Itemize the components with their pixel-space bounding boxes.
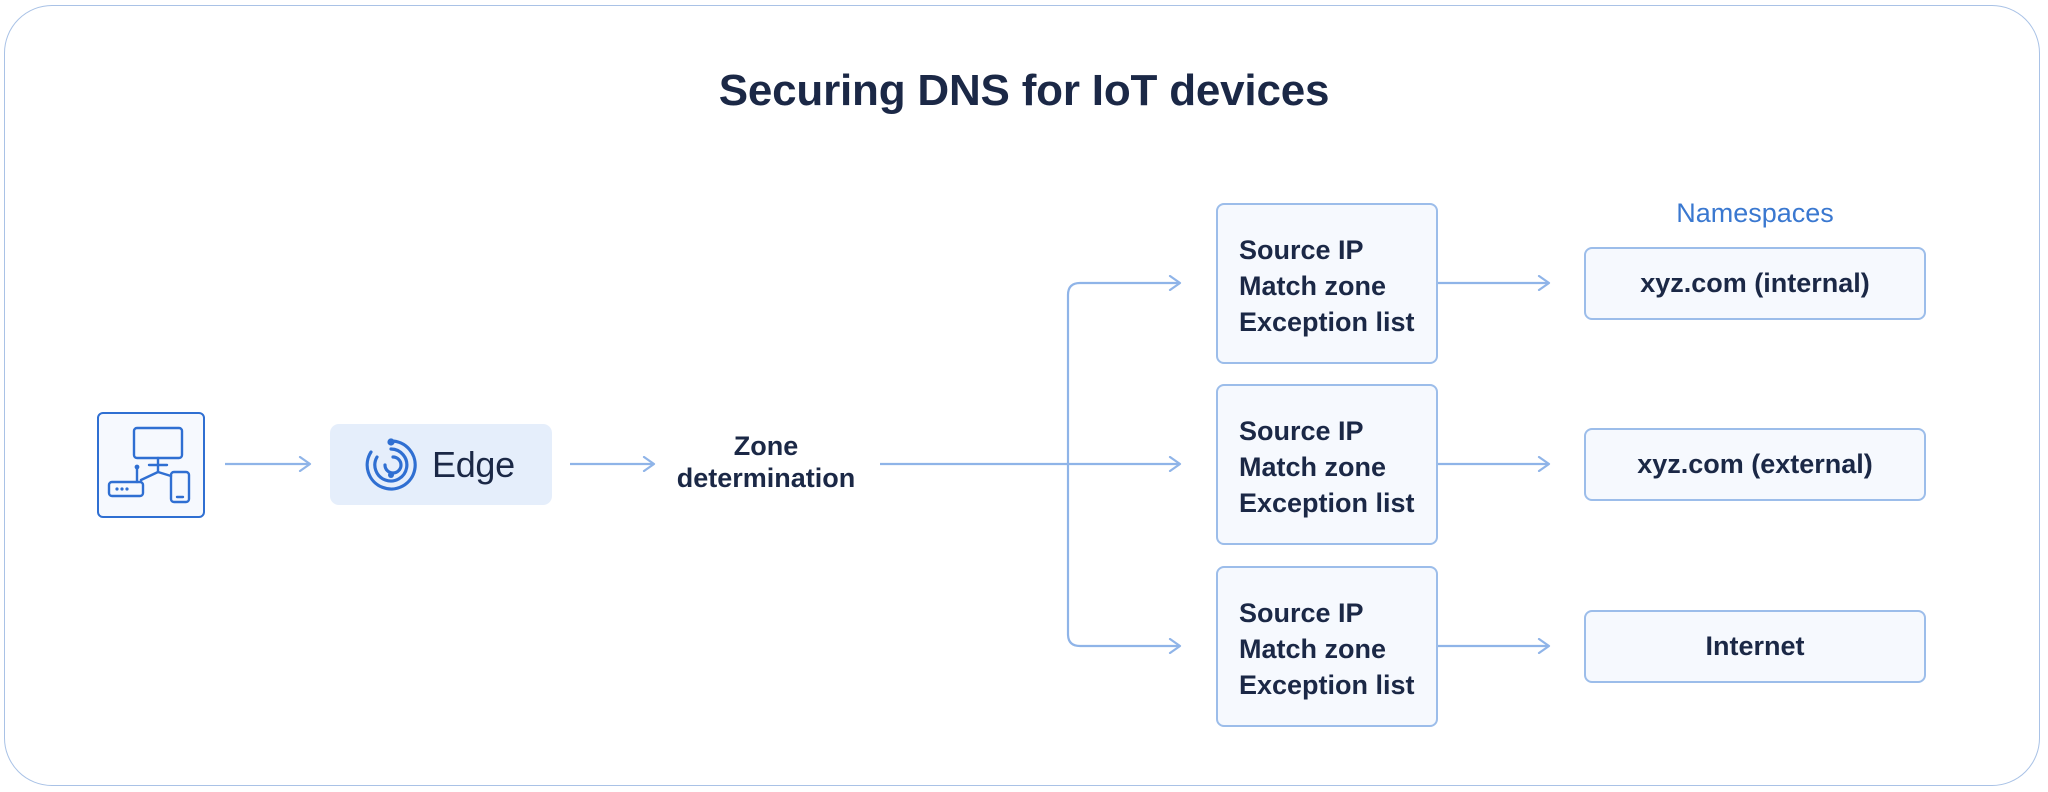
rule-box-3: Source IP Match zone Exception list (1216, 566, 1438, 727)
diagram-frame (4, 5, 2040, 786)
rule-exception-list: Exception list (1239, 488, 1415, 518)
rule-match-zone: Match zone (1239, 634, 1387, 664)
zone-label-line-1: Zone (733, 431, 799, 461)
edge-node: Edge (330, 424, 552, 505)
zone-label-line-2: determination (676, 463, 856, 493)
rule-source-ip: Source IP (1239, 416, 1364, 446)
rule-exception-list: Exception list (1239, 670, 1415, 700)
namespace-internet: Internet (1584, 610, 1926, 683)
rule-box-1: Source IP Match zone Exception list (1216, 203, 1438, 364)
edge-label: Edge (432, 443, 515, 485)
iot-devices-node (97, 412, 205, 518)
namespace-external: xyz.com (external) (1584, 428, 1926, 501)
rule-exception-list: Exception list (1239, 307, 1415, 337)
rule-match-zone: Match zone (1239, 452, 1387, 482)
zone-determination-label: Zone determination (656, 430, 876, 494)
namespace-internal: xyz.com (internal) (1584, 247, 1926, 320)
branch-trunk (1066, 281, 1180, 648)
rule-source-ip: Source IP (1239, 235, 1364, 265)
iot-devices-icon (107, 426, 191, 504)
rule-source-ip: Source IP (1239, 598, 1364, 628)
rule-box-2: Source IP Match zone Exception list (1216, 384, 1438, 545)
diagram-title: Securing DNS for IoT devices (718, 66, 1330, 115)
namespaces-heading: Namespaces (1676, 198, 1834, 228)
edge-logo-icon (365, 437, 417, 491)
rule-match-zone: Match zone (1239, 271, 1387, 301)
